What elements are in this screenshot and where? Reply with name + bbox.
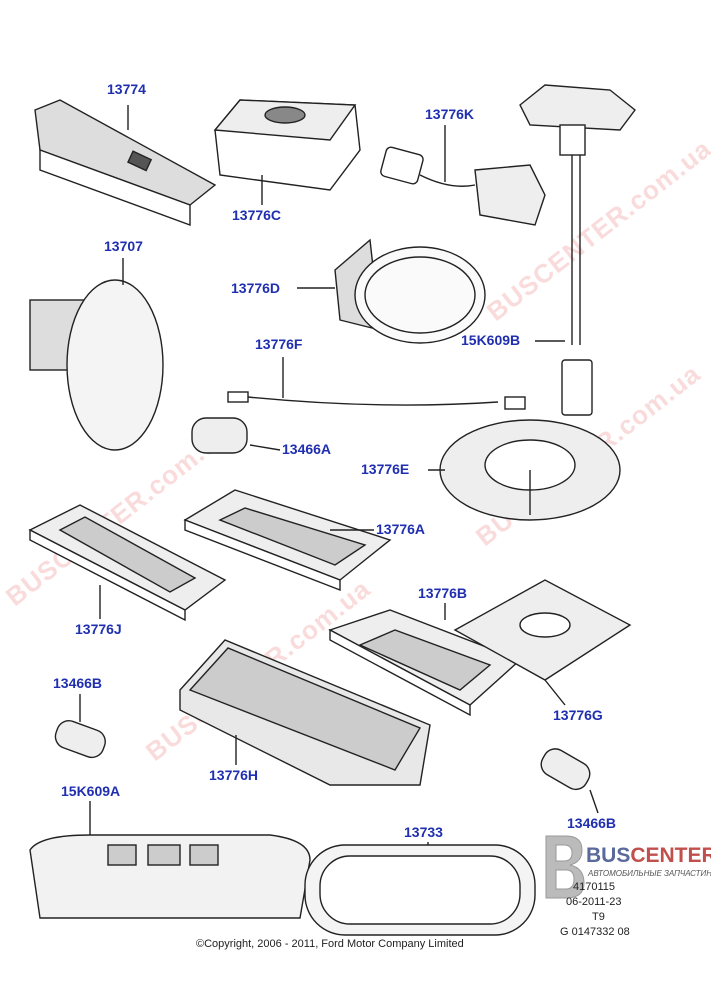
part-13776G-bracket bbox=[453, 579, 632, 706]
buscenter-logo: BUSCENTER АВТОМОБИЛЬНЫЕ ЗАПЧАСТИНИ bbox=[540, 830, 711, 899]
part-13707-lamp bbox=[29, 258, 164, 451]
logo-subtitle: АВТОМОБИЛЬНЫЕ ЗАПЧАСТИНИ bbox=[588, 869, 711, 878]
part-13466B-bulb-left bbox=[54, 694, 106, 759]
part-13733-gasket bbox=[304, 842, 536, 936]
logo-name-a: BUS bbox=[586, 844, 631, 867]
label-13466A: 13466A bbox=[282, 441, 332, 457]
copyright-text: ©Copyright, 2006 - 2011, Ford Motor Comp… bbox=[196, 938, 464, 950]
label-13733: 13733 bbox=[404, 824, 443, 840]
logo-name: BUSCENTER bbox=[586, 844, 711, 868]
part-13776J-lamp bbox=[28, 504, 227, 622]
label-13776K: 13776K bbox=[425, 106, 475, 122]
part-13776B-lamp bbox=[328, 603, 522, 717]
label-13466B-right: 13466B bbox=[567, 815, 617, 831]
label-13776C: 13776C bbox=[232, 207, 282, 223]
label-15K609A: 15K609A bbox=[61, 783, 121, 799]
part-13776A-lamp bbox=[183, 489, 392, 592]
part-13466B-bulb-right bbox=[540, 748, 599, 814]
label-13776H: 13776H bbox=[209, 767, 259, 783]
label-13776E: 13776E bbox=[361, 461, 410, 477]
logo-letter-b-graphic bbox=[545, 835, 585, 899]
label-13776D: 13776D bbox=[231, 280, 281, 296]
part-13774-switch-panel bbox=[34, 99, 217, 227]
part-13776D-lamp bbox=[297, 238, 486, 344]
logo-name-b: CENTER bbox=[630, 844, 711, 867]
label-13776F: 13776F bbox=[255, 336, 303, 352]
part-13776K-lamp-harness bbox=[380, 125, 546, 226]
label-13774: 13774 bbox=[107, 81, 146, 97]
part-13776C-lamp bbox=[213, 99, 361, 205]
diagram-ref: G 0147332 08 bbox=[560, 926, 630, 938]
label-13776G: 13776G bbox=[553, 707, 603, 723]
part-15K609B-harness bbox=[519, 84, 636, 416]
label-13776J: 13776J bbox=[75, 621, 122, 637]
diagram-variant: T9 bbox=[592, 911, 605, 923]
part-13776H-lamp bbox=[179, 639, 431, 786]
part-13776E-lamp-base bbox=[428, 419, 621, 521]
label-15K609B: 15K609B bbox=[461, 332, 521, 348]
diagram-code: 4170115 bbox=[573, 881, 616, 893]
diagram-date: 06-2011-23 bbox=[566, 896, 622, 908]
label-13776A: 13776A bbox=[376, 521, 426, 537]
part-13776F-wire bbox=[227, 357, 526, 410]
label-13707: 13707 bbox=[104, 238, 143, 254]
label-13466B-left: 13466B bbox=[53, 675, 103, 691]
label-13776B: 13776B bbox=[418, 585, 468, 601]
part-15K609A-console bbox=[29, 801, 311, 919]
part-13466A-bulb bbox=[191, 417, 281, 454]
